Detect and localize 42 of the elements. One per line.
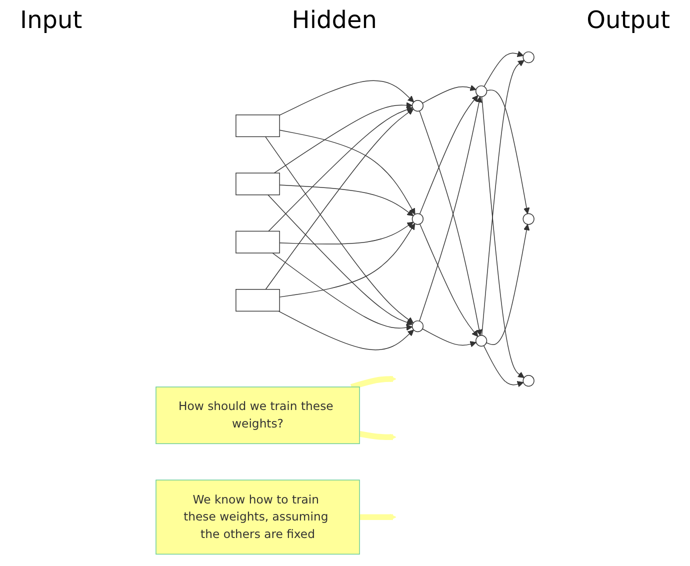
arrow [350,376,396,390]
node-circle [412,320,424,332]
node-circle [412,213,424,225]
arrow [481,60,524,336]
arrow [274,102,413,174]
arrow [279,222,414,244]
layer-label: Output [586,6,670,36]
node-box [236,230,280,254]
node-circle [476,85,488,98]
node-box [236,172,280,196]
layer-label: Hidden [292,6,377,36]
node-circle [522,374,534,387]
node-box: We know how to train these weights, assuming the others are fixed [156,480,360,555]
arrow [420,224,478,337]
arrow [268,106,413,232]
arrow [265,136,414,324]
node-circle [412,100,424,112]
arrow [422,84,476,104]
arrow [419,95,478,214]
arrow [279,80,414,116]
arrow [481,96,524,378]
arrow [486,224,530,346]
node-circle [476,334,488,347]
arrow [279,184,414,216]
arrow [360,514,396,520]
arrow [279,130,416,215]
arrow [486,90,530,214]
arrow [359,430,396,440]
node-box [236,289,280,312]
layer-label: Input [20,6,82,36]
node-circle [522,213,534,225]
arrow [484,50,524,87]
arrow [268,194,413,326]
arrow [483,345,524,388]
arrow [265,108,414,290]
node-box: How should we train these weights? [156,386,360,444]
node-circle [522,51,534,64]
arrow [422,328,476,348]
arrow [279,223,416,298]
arrow [272,252,413,331]
arrow [278,310,414,350]
node-box [236,114,280,138]
